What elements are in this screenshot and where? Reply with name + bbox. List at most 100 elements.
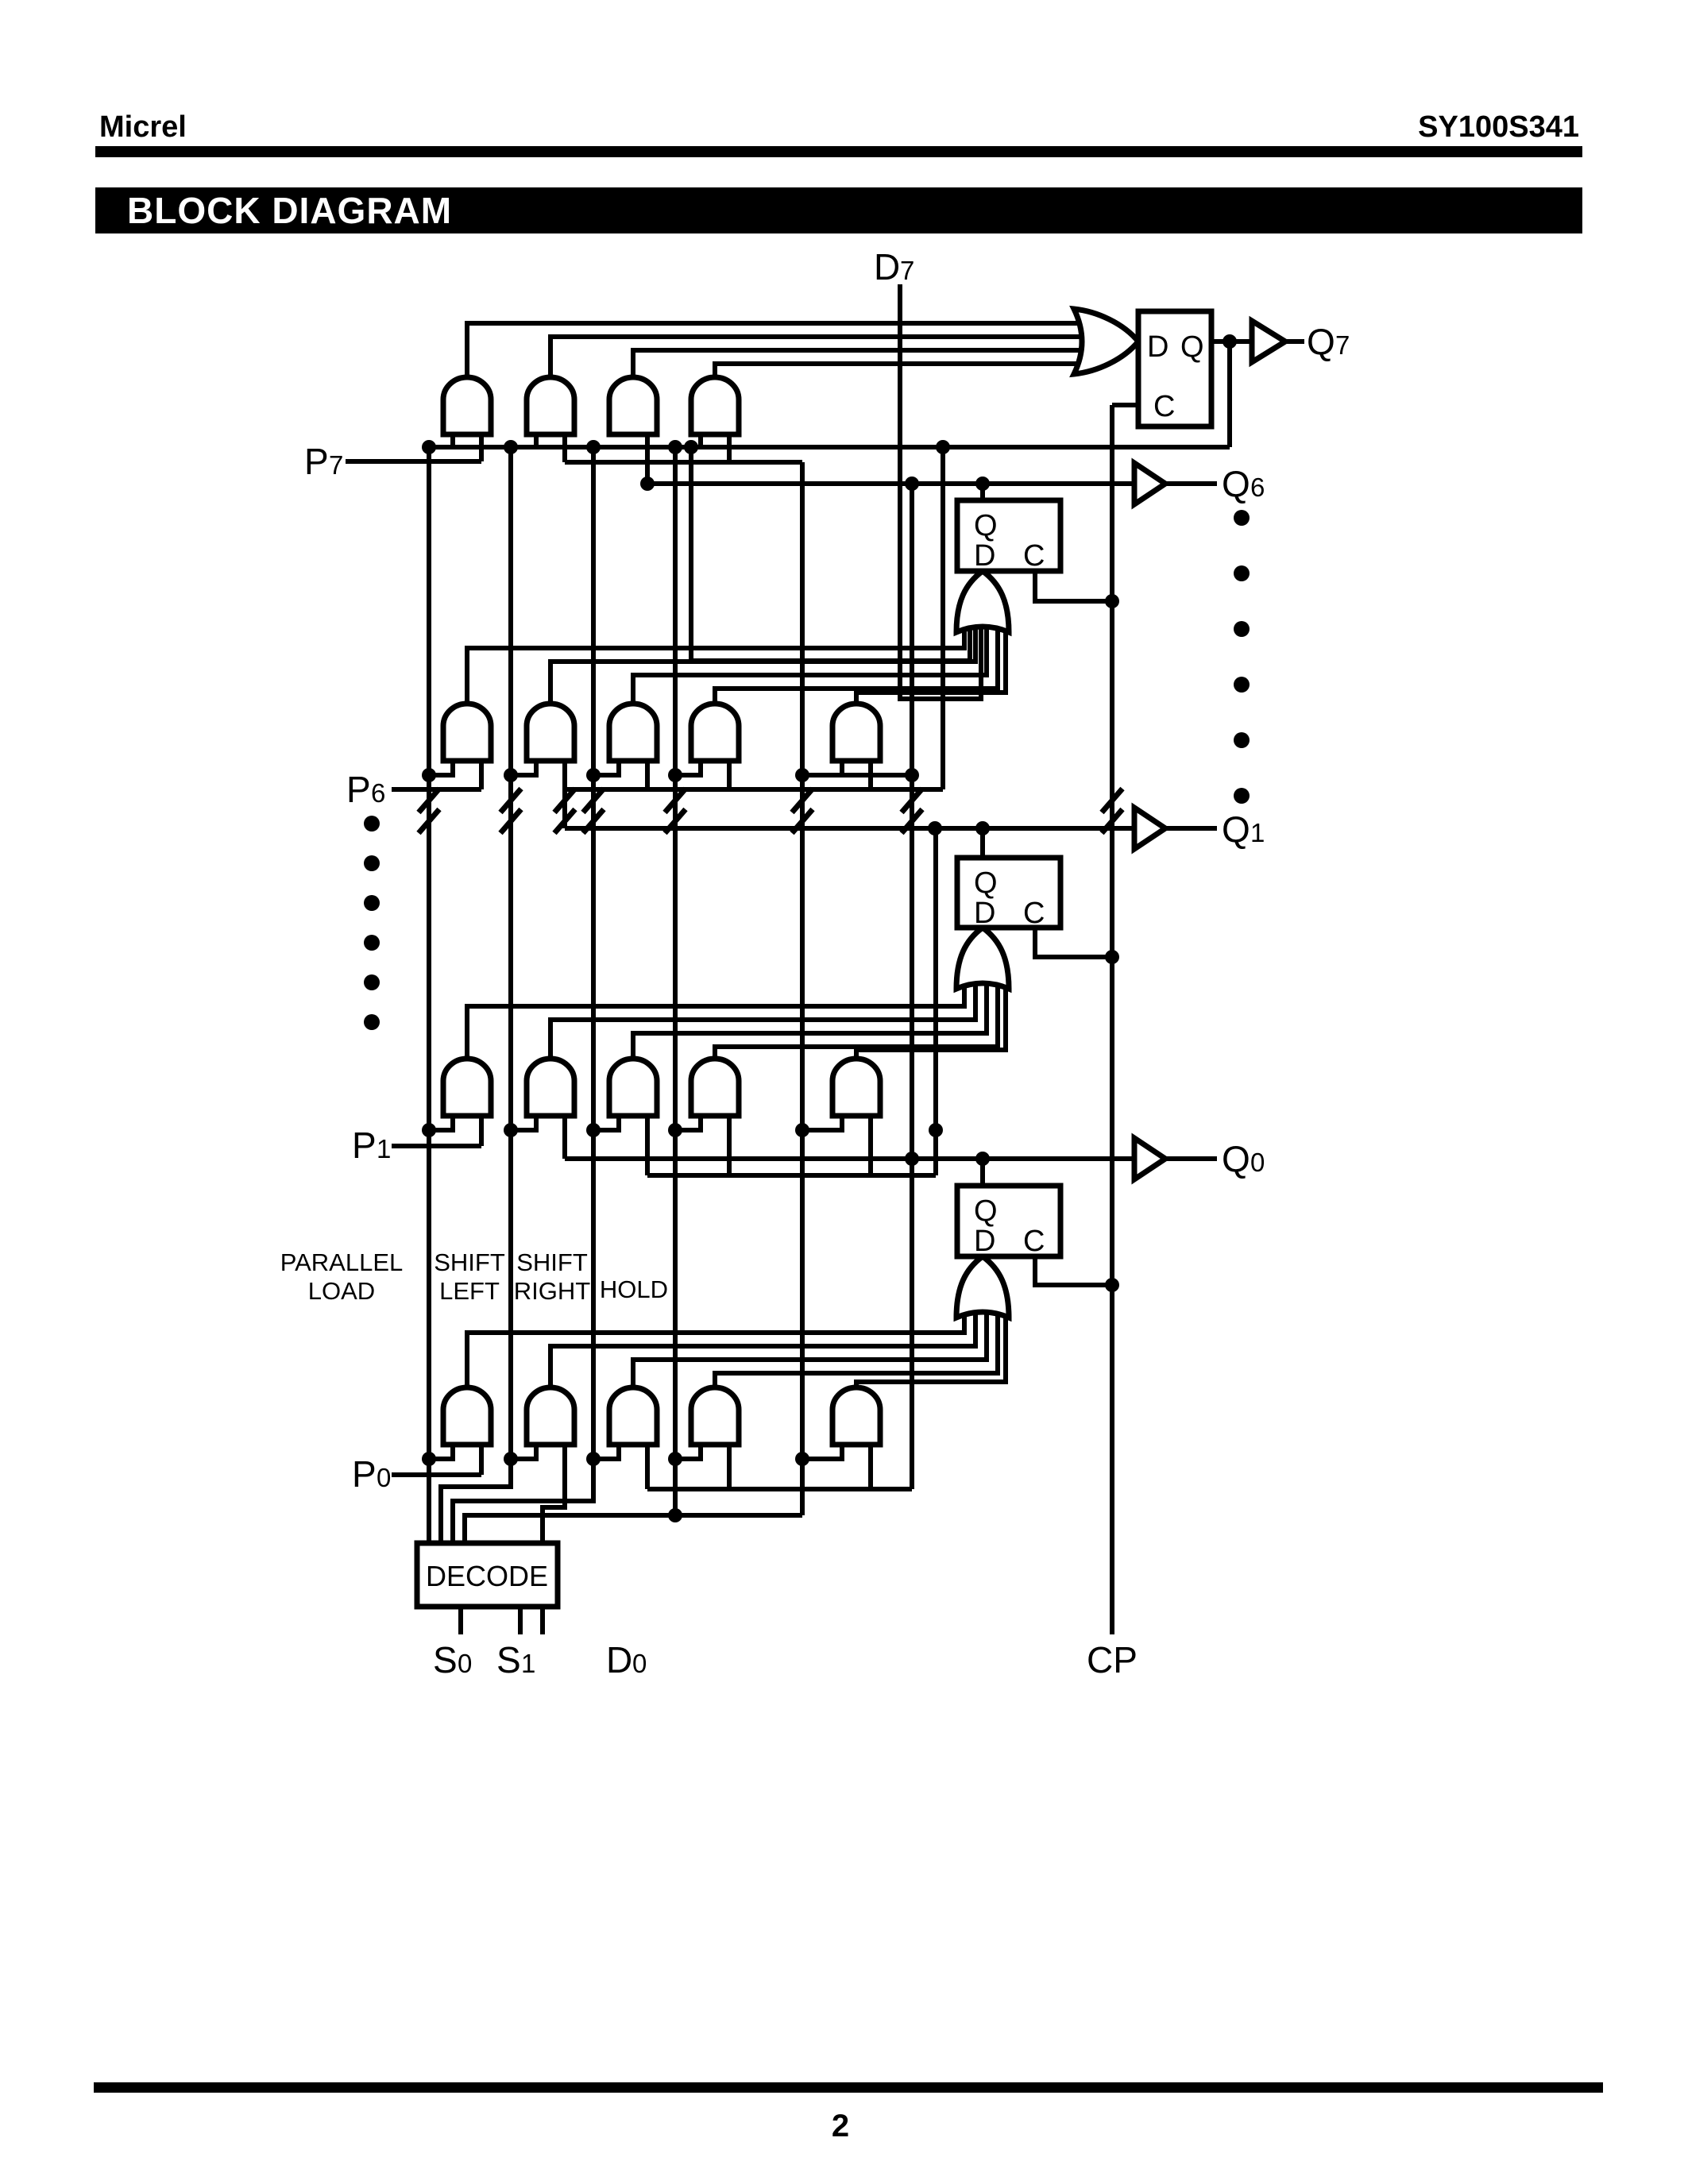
flipflops — [954, 308, 1215, 1260]
label-p1-sub: 1 — [377, 1134, 391, 1163]
label-shift-left: SHIFT — [434, 1248, 505, 1276]
label-q1: Q — [1222, 808, 1250, 850]
label-hold: HOLD — [600, 1275, 668, 1303]
label-d0-sub: 0 — [632, 1649, 647, 1678]
and-gate — [443, 1059, 491, 1116]
label-parallel-load: PARALLEL — [280, 1248, 404, 1276]
and-gate — [443, 1387, 491, 1445]
label-q7: Q — [1307, 321, 1335, 362]
row-p0-wires — [392, 1312, 1008, 1491]
part-number: SY100S341 — [1418, 110, 1579, 144]
label-d7: D — [874, 246, 900, 287]
dff-q0 — [954, 1183, 1064, 1260]
label-q0-sub: 0 — [1250, 1148, 1265, 1177]
label-p6-sub: 6 — [371, 778, 385, 808]
and-gate — [832, 1387, 880, 1445]
or-gate-q1 — [956, 928, 1009, 989]
decode-label: DECODE — [426, 1560, 548, 1592]
and-gate — [691, 1059, 739, 1116]
dff-q6-pin-c: C — [1023, 539, 1045, 573]
and-gate — [609, 1387, 657, 1445]
label-p6: P — [346, 769, 371, 810]
break-slash-icons — [416, 786, 1125, 835]
dff-q7-pin-d: D — [1147, 330, 1168, 364]
section-banner — [95, 187, 1582, 233]
and-gate — [443, 377, 491, 434]
dff-q7 — [1135, 308, 1215, 430]
dff-q0-pin-q: Q — [974, 1194, 998, 1228]
svg-text:RIGHT: RIGHT — [514, 1277, 591, 1305]
dff-q1-pin-q: Q — [974, 866, 998, 900]
ellipsis-dots-left — [364, 816, 380, 1030]
dff-q0-pin-c: C — [1023, 1225, 1045, 1258]
footer-rule — [94, 2082, 1603, 2093]
and-gate — [609, 704, 657, 761]
page-footer: 2 — [94, 2082, 1603, 2143]
buffer-icon-q1 — [1131, 802, 1171, 855]
dff-q6 — [954, 497, 1064, 574]
label-s1-sub: 1 — [521, 1649, 535, 1678]
label-p0: P — [352, 1453, 377, 1495]
row-p1-wires — [392, 983, 1008, 1178]
q7-stage-wires — [1110, 339, 1304, 1634]
label-p0-sub: 0 — [377, 1463, 391, 1492]
page-number: 2 — [832, 2109, 849, 2143]
and-gate — [691, 704, 739, 761]
and-gate — [691, 377, 739, 434]
label-p7: P — [304, 441, 329, 482]
label-q0: Q — [1222, 1138, 1250, 1179]
or-gate-q6 — [956, 571, 1009, 632]
dff-q1-pin-c: C — [1023, 897, 1045, 930]
and-gate — [527, 1387, 574, 1445]
dff-q6-pin-d: D — [974, 539, 995, 573]
row-p7-wires — [346, 284, 1232, 1515]
dff-q0-pin-d: D — [974, 1225, 995, 1258]
q0-stage-wires — [565, 484, 1217, 1489]
signal-labels: D 7 Q 7 Q 6 Q 1 Q 0 P 7 P 6 P 1 P 0 S 0 … — [304, 246, 1350, 1680]
label-s0: S — [433, 1639, 458, 1680]
buffer-icon-q6 — [1131, 457, 1171, 510]
label-cp: CP — [1087, 1639, 1138, 1680]
label-d0: D — [606, 1639, 632, 1680]
and-gate — [609, 1059, 657, 1116]
or-gate-q7 — [1069, 305, 1142, 378]
junction-dots — [422, 334, 1237, 1522]
and-gate — [527, 1059, 574, 1116]
flipflop-pin-labels: D Q C Q D C Q D C Q D C — [974, 330, 1204, 1258]
and-gate — [691, 1387, 739, 1445]
and-gate — [443, 704, 491, 761]
or-gates — [956, 305, 1142, 1318]
buffer-icon-q0 — [1131, 1133, 1171, 1185]
svg-text:LEFT: LEFT — [439, 1277, 500, 1305]
and-gate — [609, 377, 657, 434]
and-gate — [527, 377, 574, 434]
buffer-icon-q7 — [1249, 315, 1291, 368]
dff-q7-pin-c: C — [1153, 390, 1175, 423]
header-rule — [95, 146, 1582, 157]
ellipsis-dots-right — [1234, 510, 1250, 804]
output-buffers — [1131, 315, 1291, 1185]
and-gate — [832, 704, 880, 761]
page-header: Micrel SY100S341 BLOCK DIAGRAM — [95, 110, 1582, 233]
section-title: BLOCK DIAGRAM — [127, 190, 452, 231]
q1-stage-wires — [565, 826, 1217, 1175]
decode-box — [414, 1540, 561, 1610]
and-gate — [832, 1059, 880, 1116]
label-p1: P — [352, 1125, 377, 1166]
or-gate-q0 — [956, 1256, 1009, 1318]
dff-q7-pin-q: Q — [1180, 330, 1204, 364]
label-q6-sub: 6 — [1250, 473, 1265, 502]
dff-q1 — [954, 855, 1064, 931]
label-q6: Q — [1222, 463, 1250, 504]
q6-stage-wires — [647, 481, 1217, 604]
label-d7-sub: 7 — [900, 256, 914, 285]
label-q7-sub: 7 — [1335, 330, 1350, 360]
mode-labels: PARALLEL LOAD SHIFT LEFT SHIFT RIGHT HOL… — [280, 1248, 668, 1305]
dff-q1-pin-d: D — [974, 897, 995, 930]
label-q1-sub: 1 — [1250, 818, 1265, 847]
and-gate — [527, 704, 574, 761]
label-s0-sub: 0 — [458, 1649, 472, 1678]
label-shift-right: SHIFT — [516, 1248, 588, 1276]
label-s1: S — [496, 1639, 521, 1680]
